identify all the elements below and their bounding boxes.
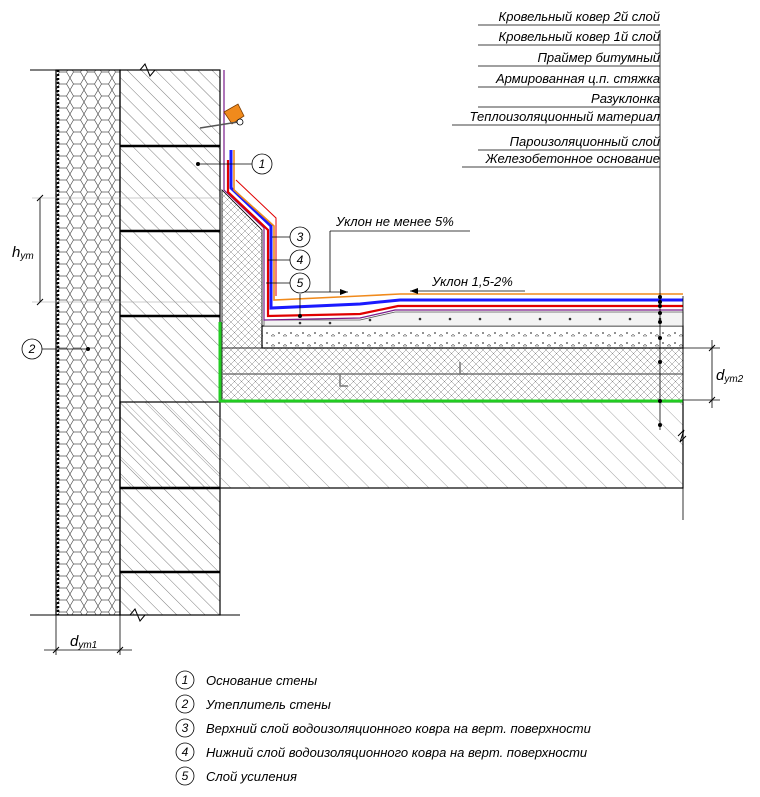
flashing-fastener-head [236, 118, 244, 126]
legend-2-number: 2 [181, 697, 189, 711]
leader-dots [658, 295, 662, 427]
callout-marker-2: 2 [21, 338, 90, 360]
dimension-d2-insulation: dут2 [683, 340, 744, 408]
legend-item-5: 5 Слой усиления [175, 766, 297, 786]
layer-label-2: Кровельный ковер 1й слой [478, 29, 660, 46]
layer-label-8: Железобетонное основание [462, 151, 660, 168]
legend-1-text: Основание стены [206, 673, 318, 688]
layer-label-3-text: Праймер битумный [537, 50, 660, 65]
dim-d2-sub: ут2 [723, 374, 743, 385]
callout-5-number: 5 [297, 276, 304, 290]
layer-label-7: Пароизоляционный слой [478, 134, 660, 151]
layer-label-5-text: Разуклонка [591, 91, 660, 106]
layer-label-4-text: Армированная ц.п. стяжка [495, 71, 660, 86]
screed-layer [261, 325, 684, 349]
wall-insulation [55, 69, 121, 616]
dim-d2-main: d [716, 367, 725, 384]
callout-marker-3: 3 [272, 226, 311, 248]
layer-label-6-text: Теплоизоляционный материал [470, 109, 661, 124]
legend-5-number: 5 [182, 769, 189, 783]
layer-label-7-text: Пароизоляционный слой [510, 134, 660, 149]
legend-3-text: Верхний слой водоизоляционного ковра на … [206, 721, 591, 736]
callout-2-number: 2 [28, 342, 36, 356]
layer-label-4: Армированная ц.п. стяжка [478, 71, 660, 88]
dimension-d1-insulation: dут1 [44, 615, 132, 655]
callout-4-number: 4 [297, 253, 304, 267]
legend-item-4: 4 Нижний слой водоизоляционного ковра на… [175, 742, 587, 762]
vapor-barrier [218, 322, 683, 403]
insulation-step-2 [459, 362, 468, 375]
flashing-fastener [199, 121, 239, 129]
callout-marker-4: 4 [268, 249, 311, 271]
slope-lower-text: Уклон 1,5-2% [431, 274, 513, 289]
dim-h-label: hут [12, 244, 34, 262]
callout-3-number: 3 [297, 230, 304, 244]
dim-d1-main: d [70, 633, 79, 650]
dim-h-main: h [12, 244, 20, 261]
layer-label-5: Разуклонка [478, 91, 660, 108]
callout-1-number: 1 [259, 157, 266, 171]
callout-marker-1: 1 [196, 153, 273, 175]
dim-d2-label: dут2 [716, 367, 744, 385]
brick-wall [119, 69, 221, 616]
legend-item-1: 1 Основание стены [175, 670, 318, 690]
bottom-break-line [30, 608, 240, 622]
insulation-step-1 [339, 374, 348, 387]
membrane-blue [229, 150, 683, 310]
top-break-line [30, 63, 220, 77]
membrane-purple [223, 70, 683, 321]
membrane-red [226, 160, 683, 318]
legend-3-number: 3 [182, 721, 189, 735]
concrete-slab [119, 401, 684, 489]
legend-5-text: Слой усиления [206, 769, 297, 784]
dim-d1-sub: ут1 [77, 640, 97, 651]
layer-label-1: Кровельный ковер 2й слой [478, 9, 660, 26]
legend-4-number: 4 [182, 745, 189, 759]
layer-label-6: Теплоизоляционный материал [452, 109, 661, 126]
legend-4-text: Нижний слой водоизоляционного ковра на в… [206, 745, 587, 760]
legend-item-3: 3 Верхний слой водоизоляционного ковра н… [175, 718, 591, 738]
slope-upper-text: Уклон не менее 5% [335, 214, 454, 229]
legend-item-2: 2 Утеплитель стены [175, 694, 331, 714]
layer-labels: Кровельный ковер 2й слой Кровельный кове… [452, 9, 661, 168]
slope-annotation-lower: Уклон 1,5-2% [410, 274, 525, 294]
callout-marker-5: 5 [266, 272, 311, 318]
legend-1-number: 1 [182, 673, 189, 687]
dim-d1-label: dут1 [70, 633, 97, 651]
slope-layer-dots [298, 317, 662, 325]
membrane-red-outer [235, 179, 277, 296]
layer-label-3: Праймер битумный [478, 50, 660, 67]
layer-label-2-text: Кровельный ковер 1й слой [499, 29, 660, 44]
membrane-orange [233, 150, 683, 301]
legend-2-text: Утеплитель стены [205, 697, 331, 712]
dim-h-sub: ут [19, 251, 33, 262]
roofing-membrane [223, 70, 683, 321]
legend: 1 Основание стены 2 Утеплитель стены 3 В… [175, 670, 591, 786]
slope-annotation-upper: Уклон не менее 5% [300, 214, 470, 295]
membrane-blue-dashes [274, 296, 683, 305]
layer-label-8-text: Железобетонное основание [485, 151, 660, 166]
dimension-h-insulation: hут [12, 194, 220, 306]
layer-label-1-text: Кровельный ковер 2й слой [499, 9, 660, 24]
